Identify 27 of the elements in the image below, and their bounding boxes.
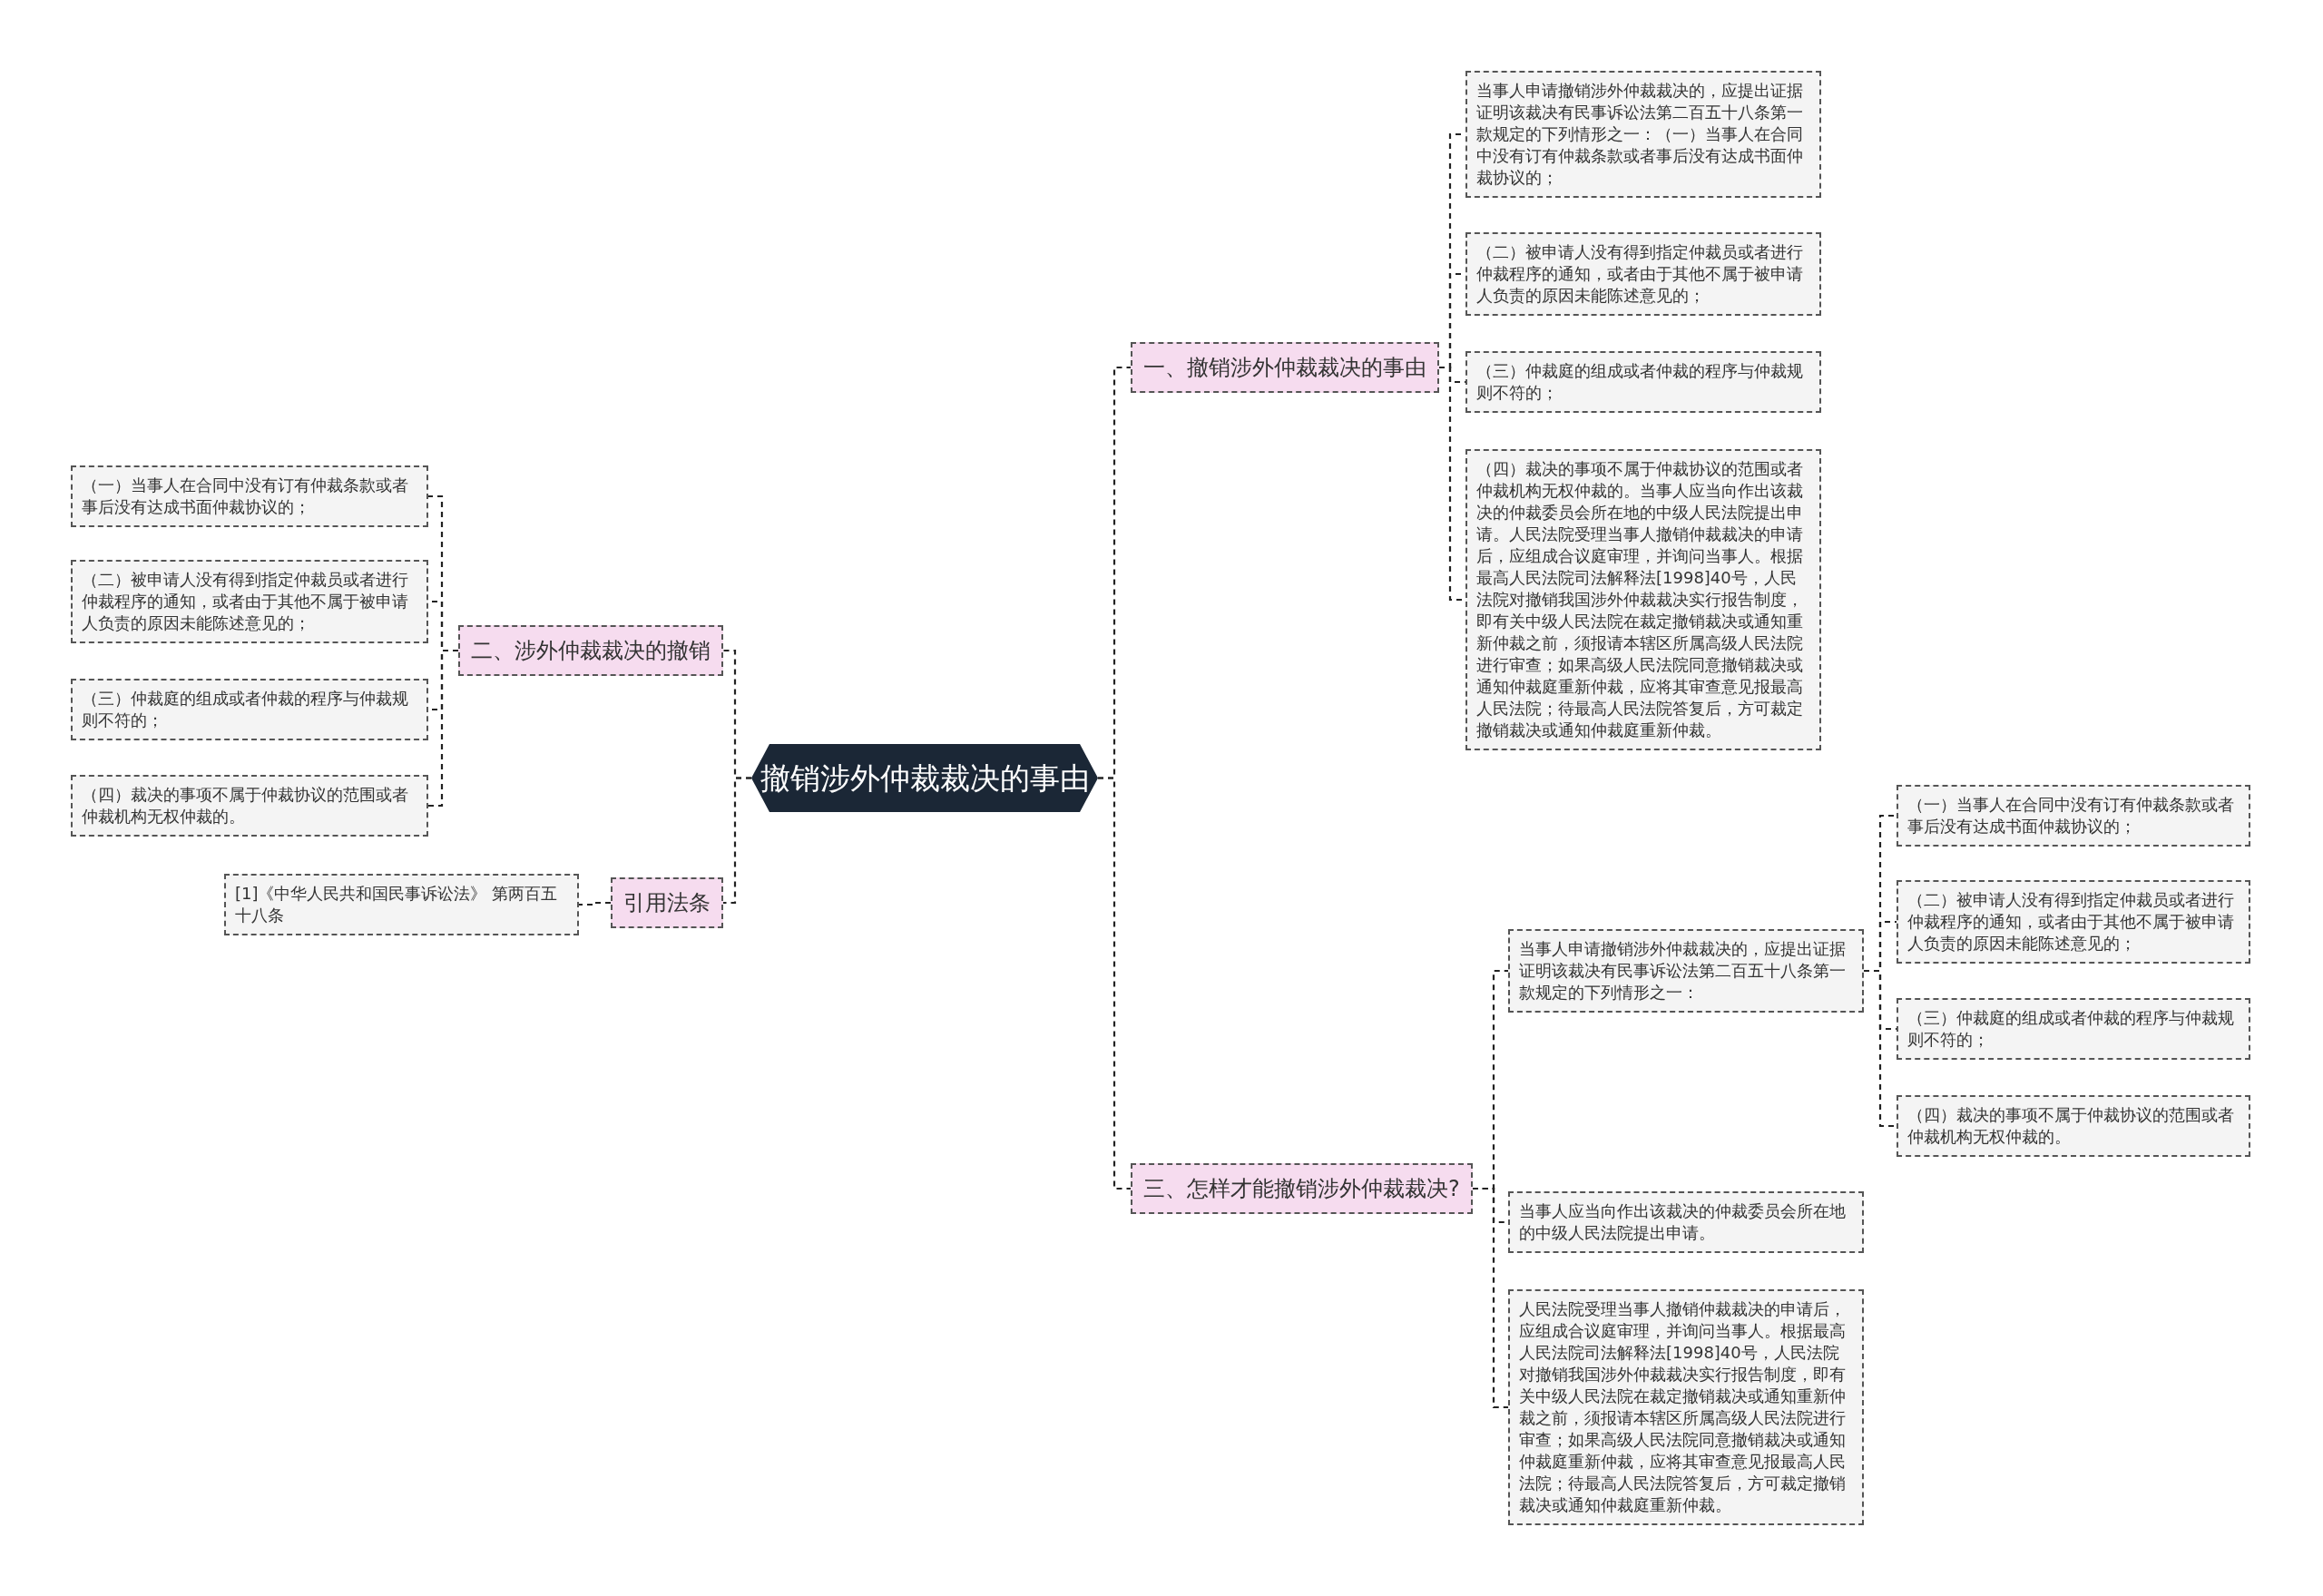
topic-box: 三、怎样才能撤销涉外仲裁裁决?	[1131, 1163, 1473, 1214]
text-box: （四）裁决的事项不属于仲裁协议的范围或者仲裁机构无权仲裁的。当事人应当向作出该裁决的仲裁委员会所在地的中级人民法院提出申请。人民法院受理当事人撤销仲裁裁决的申请后，应组成合议庭审理，并询问当事人。根据最高人民法院司法解释法[1998]40号，人民法院对撤销我国涉外仲裁裁决实行报告制度，即有关中级人民法院在裁定撤销裁决或通知重新仲裁之前，须报请本辖区所属高级人民法院进行审查；如果高级人民法院同意撤销裁决或通知仲裁庭重新仲裁，应将其审查意见报最高人民法院；待最高人民法院答复后，方可裁定撤销裁决或通知仲裁庭重新仲裁。	[1465, 449, 1821, 750]
connector	[428, 649, 458, 808]
text-box: 人民法院受理当事人撤销仲裁裁决的申请后，应组成合议庭审理，并询问当事人。根据最高人民法院司法解释法[1998]40号，人民法院对撤销我国涉外仲裁裁决实行报告制度，即有关中级人民法院在裁定撤销裁决或通知重新仲裁之前，须报请本辖区所属高级人民法院进行审查；如果高级人民法院同意撤销裁决或通知仲裁庭重新仲裁，应将其审查意见报最高人民法院；待最高人民法院答复后，方可裁定撤销裁决或通知仲裁庭重新仲裁。	[1508, 1289, 1864, 1525]
text-box: 当事人申请撤销涉外仲裁裁决的，应提出证据证明该裁决有民事诉讼法第二百五十八条第一款规定的下列情形之一：	[1508, 929, 1864, 1013]
text-box: （二）被申请人没有得到指定仲裁员或者进行仲裁程序的通知，或者由于其他不属于被申请人负责的原因未能陈述意见的；	[1465, 232, 1821, 316]
connector	[579, 901, 611, 906]
topic-box: 引用法条	[611, 877, 723, 928]
text-box: （三）仲裁庭的组成或者仲裁的程序与仲裁规则不符的；	[71, 679, 428, 740]
text-box: （四）裁决的事项不属于仲裁协议的范围或者仲裁机构无权仲裁的。	[1897, 1095, 2250, 1157]
topic-box: 二、涉外仲裁裁决的撤销	[458, 625, 723, 676]
text-box: （二）被申请人没有得到指定仲裁员或者进行仲裁程序的通知，或者由于其他不属于被申请人负责的原因未能陈述意见的；	[71, 560, 428, 643]
text-box: （二）被申请人没有得到指定仲裁员或者进行仲裁程序的通知，或者由于其他不属于被申请人负责的原因未能陈述意见的；	[1897, 880, 2250, 964]
topic-box: 一、撤销涉外仲裁裁决的事由	[1131, 342, 1439, 393]
text-box: （四）裁决的事项不属于仲裁协议的范围或者仲裁机构无权仲裁的。	[71, 775, 428, 837]
text-box: （三）仲裁庭的组成或者仲裁的程序与仲裁规则不符的；	[1465, 351, 1821, 413]
text-box: 当事人申请撤销涉外仲裁裁决的，应提出证据证明该裁决有民事诉讼法第二百五十八条第一款规定的下列情形之一：（一）当事人在合同中没有订有仲裁条款或者事后没有达成书面仲裁协议的；	[1465, 71, 1821, 198]
connector	[1864, 969, 1897, 1128]
text-box: [1]《中华人民共和国民事诉讼法》 第两百五十八条	[224, 874, 579, 935]
connector	[1098, 777, 1131, 1190]
text-box: （三）仲裁庭的组成或者仲裁的程序与仲裁规则不符的；	[1897, 998, 2250, 1060]
text-box: （一）当事人在合同中没有订有仲裁条款或者事后没有达成书面仲裁协议的；	[71, 465, 428, 527]
connector	[1472, 1187, 1508, 1409]
connector	[723, 777, 751, 905]
text-box: 当事人应当向作出该裁决的仲裁委员会所在地的中级人民法院提出申请。	[1508, 1191, 1864, 1253]
central-topic: 撤销涉外仲裁裁决的事由	[751, 744, 1098, 812]
text-box: （一）当事人在合同中没有订有仲裁条款或者事后没有达成书面仲裁协议的；	[1897, 785, 2250, 847]
